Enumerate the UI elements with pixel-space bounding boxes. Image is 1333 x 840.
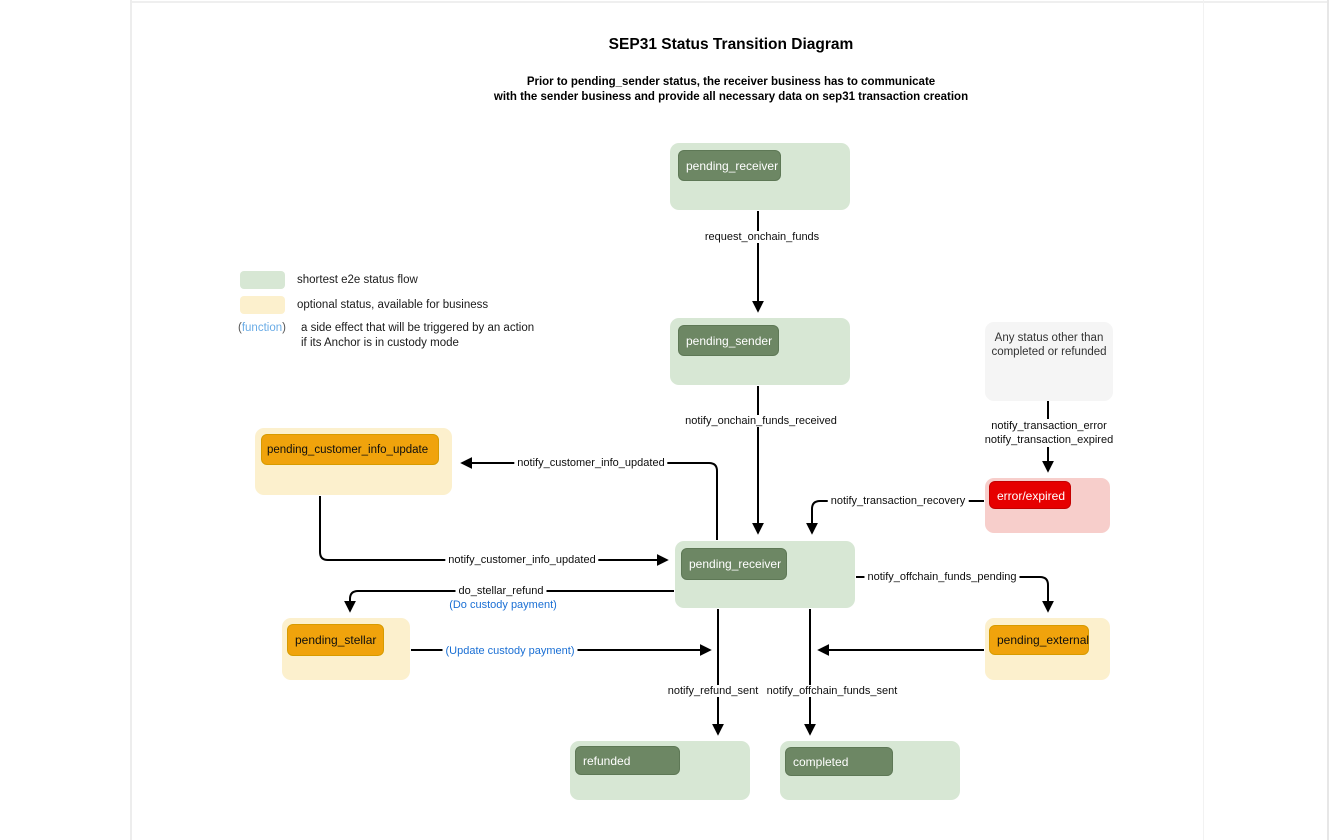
legend-function-token: (function)	[238, 322, 286, 334]
edge-label-request-onchain-funds: request_onchain_funds	[701, 231, 823, 243]
edge-label-do-stellar-refund: do_stellar_refund	[455, 585, 547, 597]
node-refunded-label: refunded	[575, 746, 680, 775]
edge-notify-customer-info-updated-top	[460, 457, 718, 540]
edge-label-notify-offchain-funds-pending: notify_offchain_funds_pending	[864, 571, 1020, 583]
paren-open: (	[238, 322, 242, 334]
node-pending-receiver-top: pending_receiver	[670, 143, 850, 210]
legend-swatch-optional-status	[240, 296, 285, 314]
subtitle-line-2: with the sender business and provide all…	[493, 91, 969, 103]
edge-notify-customer-info-updated-bottom	[319, 496, 669, 566]
edge-notify-transaction-recovery	[806, 500, 984, 535]
edge-label-notify-transaction-error: notify_transaction_error	[991, 420, 1107, 432]
legend-swatch-shortest-flow	[240, 271, 285, 289]
subtitle-line-1: Prior to pending_sender status, the rece…	[526, 76, 936, 88]
diagram-title: SEP31 Status Transition Diagram	[608, 36, 854, 53]
node-completed-label: completed	[785, 747, 893, 776]
legend-function-description: a side effect that will be triggered by …	[301, 321, 534, 350]
node-refunded: refunded	[570, 741, 750, 800]
edge-label-notify-transaction-error-expired: notify_transaction_error notify_transact…	[981, 419, 1117, 447]
node-pending-customer-info-update: pending_customer_info_update	[255, 428, 452, 495]
node-pending-receiver-mid: pending_receiver	[675, 541, 855, 608]
edge-label-update-custody-payment: (Update custody payment)	[442, 645, 578, 657]
diagram-subtitle: Prior to pending_sender status, the rece…	[494, 75, 968, 105]
node-pending-customer-info-update-label: pending_customer_info_update	[261, 434, 439, 465]
edge-label-notify-onchain-funds-received: notify_onchain_funds_received	[682, 415, 840, 427]
legend-label-optional-status: optional status, available for business	[297, 299, 489, 311]
edge-label-notify-offchain-funds-sent: notify_offchain_funds_sent	[763, 685, 901, 697]
node-error-expired: error/expired	[985, 478, 1110, 533]
function-word: function	[241, 322, 283, 334]
legend-function-desc-line-2: if its Anchor is in custody mode	[301, 336, 459, 349]
any-status-line-1: Any status other than	[994, 332, 1104, 344]
node-pending-external: pending_external	[985, 618, 1110, 680]
edge-label-do-custody-payment: (Do custody payment)	[446, 599, 560, 611]
edge-do-stellar-refund	[344, 590, 674, 613]
paren-close: )	[282, 322, 286, 334]
node-pending-external-label: pending_external	[989, 625, 1089, 655]
node-completed: completed	[780, 741, 960, 800]
legend-label-shortest-flow: shortest e2e status flow	[297, 274, 418, 286]
page-border-right	[1327, 0, 1329, 840]
node-pending-sender-label: pending_sender	[678, 325, 779, 356]
node-pending-receiver-mid-label: pending_receiver	[681, 548, 787, 580]
node-pending-sender: pending_sender	[670, 318, 850, 385]
edge-notify-offchain-funds-pending	[856, 576, 1054, 613]
edge-label-notify-customer-info-updated-top: notify_customer_info_updated	[514, 457, 668, 469]
legend-function-desc-line-1: a side effect that will be triggered by …	[301, 322, 535, 334]
edge-label-notify-transaction-expired: notify_transaction_expired	[984, 434, 1114, 446]
edge-label-notify-transaction-recovery: notify_transaction_recovery	[827, 495, 969, 507]
edge-label-notify-refund-sent: notify_refund_sent	[664, 685, 762, 697]
any-status-line-2: completed or refunded	[991, 346, 1107, 358]
page-border-top	[132, 1, 1327, 3]
node-pending-receiver-top-label: pending_receiver	[678, 150, 781, 181]
node-pending-stellar: pending_stellar	[282, 618, 410, 680]
node-error-expired-label: error/expired	[989, 481, 1071, 509]
content-border-right	[1203, 0, 1204, 840]
node-pending-stellar-label: pending_stellar	[287, 624, 384, 656]
page-border-left	[130, 0, 132, 840]
edge-label-notify-customer-info-updated-bottom: notify_customer_info_updated	[445, 554, 599, 566]
node-any-status: Any status other than completed or refun…	[985, 322, 1113, 401]
